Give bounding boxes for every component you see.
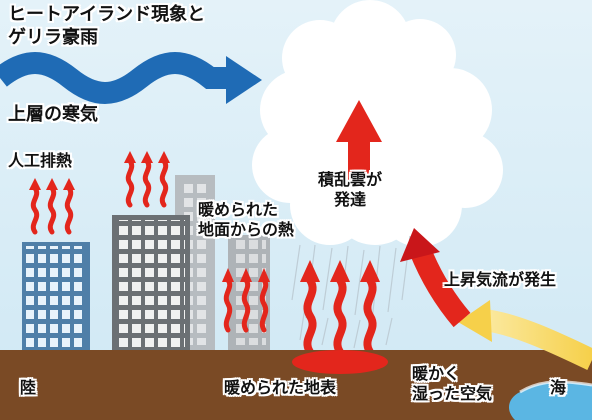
label-humid-air: 暖かく 湿った空気	[412, 364, 492, 404]
heat-arrow-heads	[29, 151, 270, 282]
sea	[508, 381, 592, 420]
warmed-surface-spot	[292, 350, 388, 374]
label-sea: 海	[550, 378, 567, 397]
label-updraft: 上昇気流が発生	[444, 270, 557, 289]
label-cumulonimbus-line1: 積乱雲が	[318, 170, 383, 189]
ground	[0, 350, 592, 420]
label-ground-heat: 暖められた 地面からの熱	[198, 200, 294, 240]
label-cumulonimbus-line2: 発達	[334, 190, 367, 209]
surface-heat-arrows	[303, 276, 377, 356]
label-ground-heat-line2: 地面からの熱	[198, 220, 295, 239]
label-upper-cold-air: 上層の寒気	[8, 104, 98, 125]
title-line1: ヒートアイランド現象と	[8, 4, 206, 25]
gray-building	[112, 215, 190, 350]
label-humid-air-line2: 湿った空気	[412, 384, 493, 403]
label-land: 陸	[20, 378, 37, 397]
label-humid-air-line1: 暖かく	[412, 364, 461, 383]
blue-building	[22, 242, 90, 350]
label-cumulonimbus: 積乱雲が 発達	[318, 170, 382, 210]
cold-air-arrow	[0, 52, 262, 104]
background-buildings	[175, 175, 270, 350]
development-arrow	[336, 100, 382, 180]
humid-air-arrow	[458, 300, 592, 370]
label-warmed-surface: 暖められた地表	[224, 378, 337, 397]
label-ground-heat-line1: 暖められた	[198, 200, 279, 219]
heat-arrows	[30, 158, 269, 333]
title-line2: ゲリラ豪雨	[8, 26, 98, 48]
title: ヒートアイランド現象と ゲリラ豪雨	[8, 4, 205, 49]
surface-heat-heads	[300, 260, 380, 282]
updraft-arrow	[400, 228, 471, 328]
label-artificial-heat: 人工排熱	[8, 151, 73, 170]
